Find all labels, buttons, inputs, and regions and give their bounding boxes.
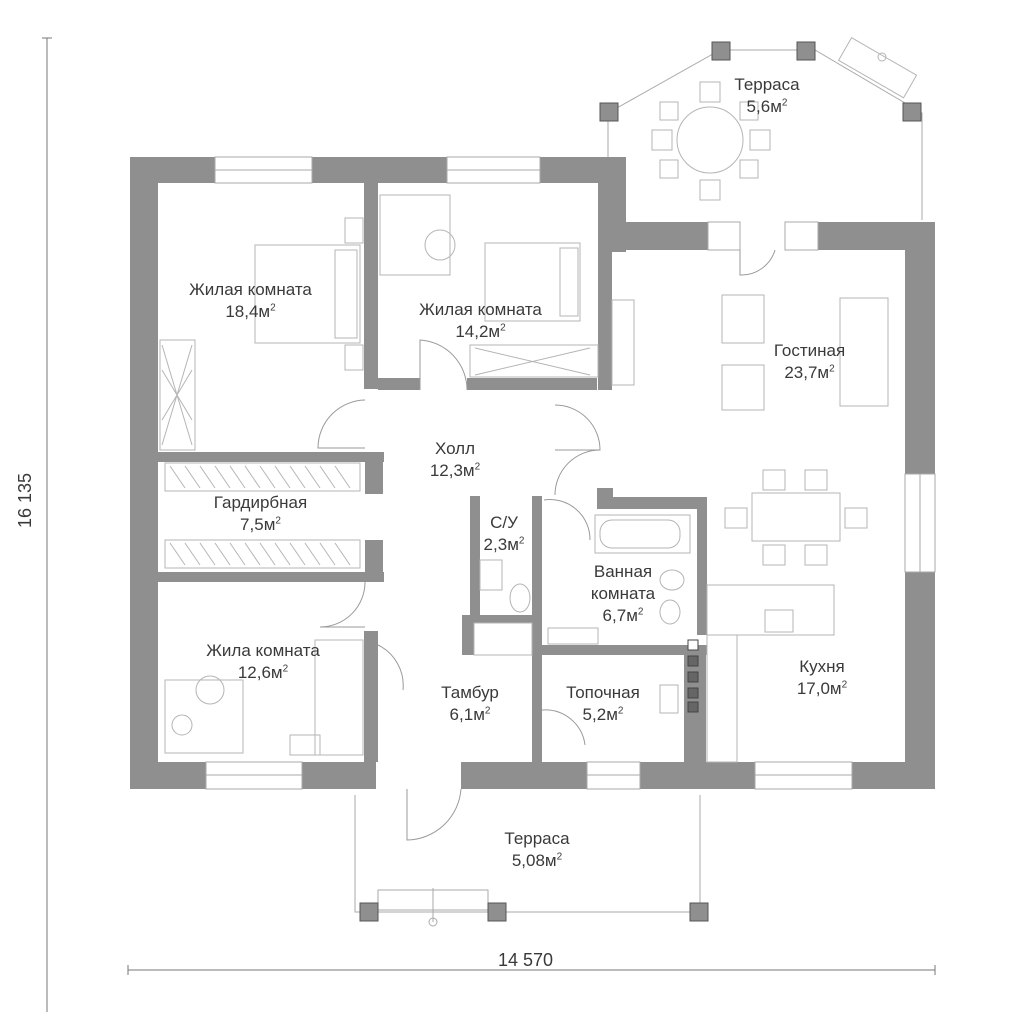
room-label-vestibule: Тамбур 6,1м2 bbox=[420, 682, 520, 726]
room-label-kitchen: Кухня 17,0м2 bbox=[772, 656, 872, 700]
room-name: Тамбур bbox=[441, 683, 499, 702]
room-name: Ванная bbox=[593, 562, 653, 581]
room-area: 6,1м2 bbox=[449, 705, 491, 724]
room-name: Жила комната bbox=[206, 641, 320, 660]
room-name: Холл bbox=[434, 439, 476, 458]
room-name: Терраса bbox=[504, 829, 570, 848]
room-label-living-room-2: Жилая комната 14,2м2 bbox=[398, 299, 563, 343]
terrace-bottom-outline bbox=[354, 795, 701, 927]
room-name: Кухня bbox=[799, 657, 845, 676]
boiler-equipment bbox=[659, 639, 699, 714]
interior-walls bbox=[158, 183, 707, 762]
room-label-living-room-1: Жилая комната 18,4м2 bbox=[168, 279, 333, 323]
room-label-wardrobe: Гардирбная 7,5м2 bbox=[193, 492, 328, 536]
width-dimension: 14 570 bbox=[498, 950, 554, 970]
room-name: С/У bbox=[490, 513, 518, 532]
room-label-lounge: Гостиная 23,7м2 bbox=[757, 340, 862, 384]
room-label-terrace-bottom: Терраса 5,08м2 bbox=[482, 828, 592, 872]
room-area: 6,7м2 bbox=[602, 606, 644, 625]
room-area: 14,2м2 bbox=[455, 322, 506, 341]
terrace-columns bbox=[359, 41, 922, 922]
room-label-hall: Холл 12,3м2 bbox=[405, 438, 505, 482]
room-area: 5,2м2 bbox=[582, 705, 624, 724]
room-area: 5,6м2 bbox=[746, 97, 788, 116]
room-label-terrace-top: Терраса 5,6м2 bbox=[712, 74, 822, 118]
room-area: 18,4м2 bbox=[225, 302, 276, 321]
room-label-boiler-room: Топочная 5,2м2 bbox=[548, 682, 658, 726]
room-label-bathroom: Ванная bbox=[558, 561, 688, 583]
room-name: Жилая комната bbox=[419, 300, 542, 319]
height-dimension: 16 135 bbox=[15, 472, 36, 529]
room-name: Топочная bbox=[566, 683, 640, 702]
room-name: Жилая комната bbox=[189, 280, 312, 299]
windows bbox=[205, 156, 936, 790]
doors bbox=[317, 249, 776, 841]
room-name: Гардирбная bbox=[213, 493, 308, 512]
room-area: 5,08м2 bbox=[511, 851, 563, 870]
room-area: 17,0м2 bbox=[796, 679, 848, 698]
room-area: 12,3м2 bbox=[429, 461, 481, 480]
dimension-lines bbox=[42, 37, 936, 1012]
room-area: 7,5м2 bbox=[240, 515, 281, 534]
terrace-top-outline bbox=[607, 49, 923, 220]
furniture bbox=[159, 37, 918, 763]
room-area: 2,3м2 bbox=[483, 535, 525, 554]
room-name: Гостиная bbox=[773, 341, 846, 360]
room-name: Терраса bbox=[734, 75, 800, 94]
room-label-living-room-3: Жила комната 12,6м2 bbox=[183, 640, 343, 684]
exterior-walls bbox=[130, 157, 935, 789]
room-label-bathroom-area: комната 6,7м2 bbox=[548, 583, 698, 627]
room-area: 12,6м2 bbox=[237, 663, 289, 682]
room-name-line2: комната bbox=[590, 584, 656, 603]
room-area: 23,7м2 bbox=[784, 363, 835, 382]
room-label-wc: С/У 2,3м2 bbox=[474, 512, 534, 556]
